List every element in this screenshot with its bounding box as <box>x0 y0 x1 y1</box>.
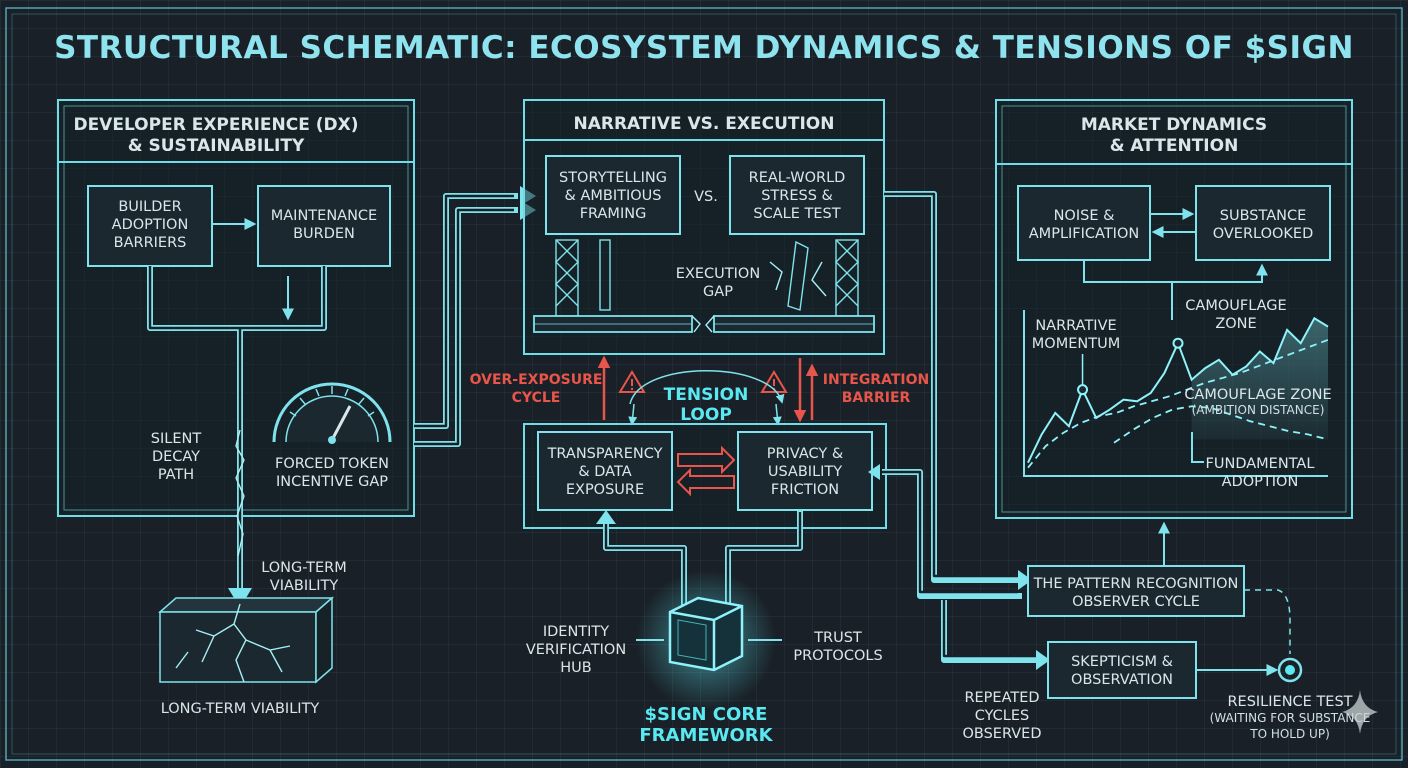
page-title: STRUCTURAL SCHEMATIC: ECOSYSTEM DYNAMICS… <box>54 30 1354 66</box>
svg-text:DECAY: DECAY <box>152 449 200 465</box>
chart-axes <box>1023 310 1328 477</box>
svg-text:(AMBITION DISTANCE): (AMBITION DISTANCE) <box>1192 403 1325 417</box>
trend-line <box>1027 339 1329 469</box>
long-term-viability-label: LONG-TERM VIABILITY <box>161 701 320 717</box>
svg-text:SUBSTANCE: SUBSTANCE <box>1220 208 1307 224</box>
sparkle-icon <box>1342 690 1378 734</box>
svg-text:GAP: GAP <box>703 284 733 300</box>
storytelling-box <box>545 155 681 235</box>
svg-text:STORYTELLING: STORYTELLING <box>559 170 667 186</box>
svg-text:RESILIENCE TEST: RESILIENCE TEST <box>1227 694 1352 710</box>
dx-header-line2: & SUSTAINABILITY <box>128 136 305 156</box>
svg-text:SILENT: SILENT <box>151 431 202 447</box>
svg-text:REAL-WORLD: REAL-WORLD <box>749 170 846 186</box>
svg-text:& AMBITIOUS: & AMBITIOUS <box>565 188 662 204</box>
skepticism-box <box>1047 641 1197 699</box>
svg-text:SCALE TEST: SCALE TEST <box>753 206 840 222</box>
svg-text:ADOPTION: ADOPTION <box>112 217 189 233</box>
svg-text:CAMOUFLAGE ZONE: CAMOUFLAGE ZONE <box>1184 387 1331 403</box>
svg-text:MARKET DYNAMICS: MARKET DYNAMICS <box>1081 115 1267 135</box>
svg-text:& DATA: & DATA <box>578 464 631 480</box>
svg-text:FRICTION: FRICTION <box>771 482 839 498</box>
svg-text:OVER-EXPOSURE: OVER-EXPOSURE <box>470 372 603 388</box>
svg-text:REPEATED: REPEATED <box>964 690 1039 706</box>
svg-text:EXECUTION: EXECUTION <box>676 266 760 282</box>
substance-box <box>1195 185 1331 261</box>
observer-cycle: THE PATTERN RECOGNITION OBSERVER CYCLE S… <box>963 521 1371 742</box>
camouflage-zone-shade <box>1191 318 1328 440</box>
svg-text:OBSERVER CYCLE: OBSERVER CYCLE <box>1072 594 1200 610</box>
svg-text:MOMENTUM: MOMENTUM <box>1032 336 1120 352</box>
privacy-box <box>737 431 873 511</box>
stress-test-box <box>729 155 865 235</box>
svg-text:STRESS &: STRESS & <box>761 188 833 204</box>
svg-text:BUILDER: BUILDER <box>118 199 181 215</box>
svg-text:CYCLES: CYCLES <box>975 708 1030 724</box>
svg-text:VERIFICATION: VERIFICATION <box>526 642 626 658</box>
core-name-line1: $SIGN CORE <box>645 704 768 725</box>
camouflage-marker <box>1172 337 1184 349</box>
svg-text:FORCED TOKEN: FORCED TOKEN <box>275 456 389 472</box>
transparency-box <box>537 431 673 511</box>
svg-text:OBSERVED: OBSERVED <box>963 726 1042 742</box>
svg-text:INCENTIVE GAP: INCENTIVE GAP <box>276 474 388 490</box>
warning-icon <box>618 370 646 393</box>
svg-text:HUB: HUB <box>560 660 591 676</box>
svg-text:PATH: PATH <box>158 467 194 483</box>
svg-text:CAMOUFLAGE: CAMOUFLAGE <box>1185 298 1286 314</box>
vs-label: VS. <box>694 189 718 205</box>
svg-text:FUNDAMENTAL: FUNDAMENTAL <box>1206 456 1315 472</box>
tension-loop: OVER-EXPOSURE CYCLE INTEGRATION BARRIER … <box>470 355 929 529</box>
svg-text:LOOP: LOOP <box>680 405 732 425</box>
svg-text:AMPLIFICATION: AMPLIFICATION <box>1029 226 1139 242</box>
svg-text:TENSION: TENSION <box>664 385 749 405</box>
svg-text:BARRIER: BARRIER <box>842 390 911 406</box>
narrative-panel: NARRATIVE VS. EXECUTION STORYTELLING & A… <box>523 99 885 355</box>
svg-text:NARRATIVE: NARRATIVE <box>1035 318 1116 334</box>
fundamental-adoption-line <box>1113 405 1329 444</box>
svg-text:EXPOSURE: EXPOSURE <box>566 482 644 498</box>
cracked-foundation-block <box>158 596 334 684</box>
svg-text:& ATTENTION: & ATTENTION <box>1110 136 1239 156</box>
svg-text:OVERLOOKED: OVERLOOKED <box>1213 226 1314 242</box>
market-chart <box>1023 310 1329 477</box>
svg-text:ADOPTION: ADOPTION <box>1222 474 1299 490</box>
sign-core-cube <box>636 570 776 710</box>
svg-text:NOISE &: NOISE & <box>1054 208 1115 224</box>
svg-text:PRIVACY &: PRIVACY & <box>767 446 843 462</box>
svg-text:BURDEN: BURDEN <box>293 226 355 242</box>
svg-text:PROTOCOLS: PROTOCOLS <box>793 648 882 664</box>
svg-text:BARRIERS: BARRIERS <box>114 235 187 251</box>
svg-text:SKEPTICISM &: SKEPTICISM & <box>1071 654 1173 670</box>
pattern-recognition-box <box>1027 565 1245 617</box>
svg-text:TRUST: TRUST <box>813 630 862 646</box>
svg-text:MAINTENANCE: MAINTENANCE <box>271 208 377 224</box>
dx-panel: DEVELOPER EXPERIENCE (DX) & SUSTAINABILI… <box>57 99 415 610</box>
long-term-arrow-label-2: VIABILITY <box>270 578 339 594</box>
momentum-marker <box>1077 384 1089 396</box>
svg-text:THE PATTERN RECOGNITION: THE PATTERN RECOGNITION <box>1033 576 1239 592</box>
narrative-header: NARRATIVE VS. EXECUTION <box>573 114 834 134</box>
svg-text:USABILITY: USABILITY <box>768 464 842 480</box>
svg-text:TRANSPARENCY: TRANSPARENCY <box>547 446 663 462</box>
maintenance-burden-box <box>257 185 391 267</box>
svg-text:IDENTITY: IDENTITY <box>543 624 609 640</box>
svg-text:INTEGRATION: INTEGRATION <box>823 372 929 388</box>
outer-frame <box>5 7 1403 761</box>
svg-text:(WAITING FOR SUBSTANCE: (WAITING FOR SUBSTANCE <box>1210 711 1371 725</box>
svg-text:OBSERVATION: OBSERVATION <box>1071 672 1173 688</box>
svg-text:FRAMING: FRAMING <box>580 206 647 222</box>
market-panel: MARKET DYNAMICS & ATTENTION NOISE & AMPL… <box>995 99 1353 519</box>
noise-box <box>1017 185 1151 261</box>
svg-text:TO HOLD UP): TO HOLD UP) <box>1249 727 1330 741</box>
dx-header-line1: DEVELOPER EXPERIENCE (DX) <box>73 115 358 135</box>
svg-text:ZONE: ZONE <box>1215 316 1256 332</box>
long-term-arrow-label-1: LONG-TERM <box>261 560 347 576</box>
gauge-icon <box>272 382 392 444</box>
svg-text:CYCLE: CYCLE <box>512 390 561 406</box>
target-icon <box>1277 657 1303 683</box>
core-name-line2: FRAMEWORK <box>639 725 773 746</box>
